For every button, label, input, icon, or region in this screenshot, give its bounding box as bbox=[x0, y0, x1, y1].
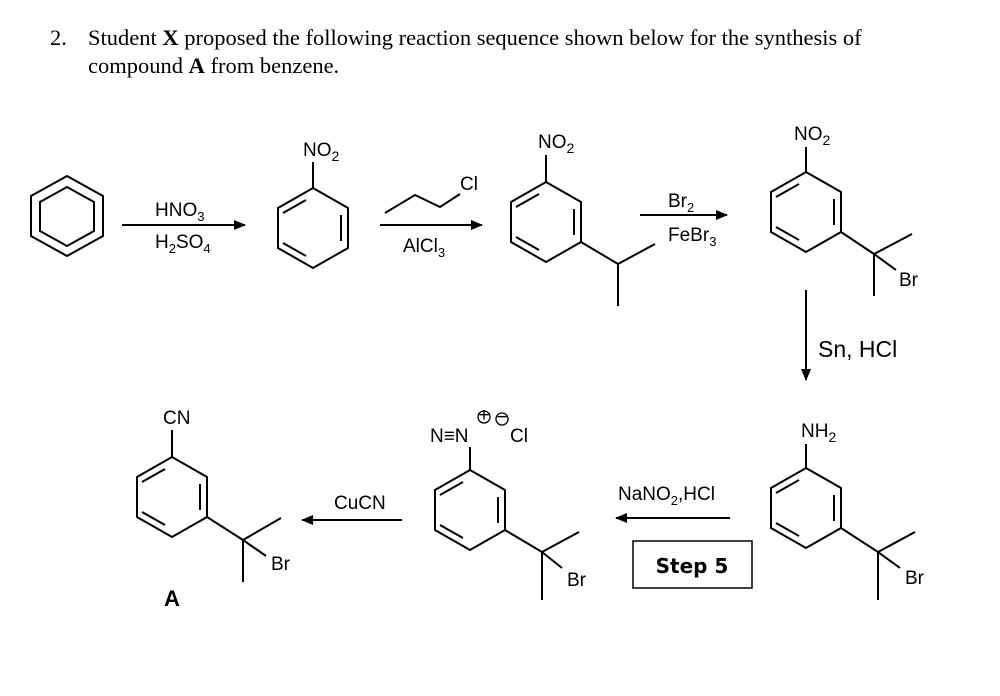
label-no2-2: NO2 bbox=[538, 132, 575, 156]
compound-a-molecule: CN Br A bbox=[136, 408, 291, 611]
compound-name: A bbox=[188, 53, 205, 78]
svg-text:−: − bbox=[496, 407, 507, 428]
svg-text:+: + bbox=[478, 405, 489, 426]
aniline-molecule: NH2 Br bbox=[770, 421, 925, 600]
question-line-2: compound A from benzene. bbox=[88, 53, 340, 78]
label-no2-1: NO2 bbox=[303, 140, 340, 164]
label-cl-2: Cl bbox=[510, 426, 528, 447]
propyl-chloride bbox=[384, 193, 461, 214]
label-br-2: Br bbox=[905, 568, 925, 589]
step-5-label: Step 5 bbox=[656, 554, 729, 578]
reaction-step-3: Br2 FeBr3 bbox=[640, 191, 728, 249]
label-compound-a: A bbox=[164, 586, 180, 611]
question-line-1: Student X proposed the following reactio… bbox=[88, 25, 862, 50]
reaction-step-6: CuCN bbox=[301, 493, 402, 525]
reaction-step-2: Cl AlCl3 bbox=[380, 174, 483, 260]
minus-charge-icon bbox=[495, 412, 509, 426]
reagent-febr3: FeBr3 bbox=[668, 225, 716, 249]
question-body: Student X proposed the following reactio… bbox=[88, 24, 950, 80]
question-number: 2. bbox=[50, 25, 67, 50]
reagent-alcl3: AlCl3 bbox=[403, 236, 445, 260]
label-diazonium: N≡N bbox=[430, 426, 469, 447]
reaction-step-5: NaNO2,HCl Step 5 bbox=[615, 484, 753, 589]
reagent-nano2-hcl: NaNO2,HCl bbox=[618, 484, 715, 508]
label-cl-1: Cl bbox=[460, 174, 478, 195]
label-br-1: Br bbox=[899, 270, 919, 291]
reaction-step-1: HNO3 H2SO4 bbox=[122, 200, 246, 256]
reagent-cucn: CuCN bbox=[334, 493, 386, 514]
label-cn: CN bbox=[163, 408, 190, 429]
nitrobenzene-molecule: NO2 bbox=[277, 140, 349, 270]
label-no2-3: NO2 bbox=[794, 124, 831, 148]
isopropyl-nitrobenzene-molecule: NO2 bbox=[510, 132, 656, 306]
plus-charge-icon bbox=[477, 410, 491, 424]
label-br-4: Br bbox=[271, 554, 291, 575]
label-nh2: NH2 bbox=[801, 421, 836, 445]
reagent-sn-hcl: Sn, HCl bbox=[818, 336, 897, 362]
bromo-nitro-molecule: NO2 Br bbox=[770, 124, 919, 296]
diazonium-molecule: N≡N + − Cl Br bbox=[430, 405, 587, 600]
question-text: 2. Student X proposed the following reac… bbox=[50, 24, 950, 80]
reagent-h2so4: H2SO4 bbox=[155, 232, 211, 256]
benzene-molecule bbox=[30, 174, 104, 258]
student-name: X bbox=[162, 25, 179, 50]
reagent-br2: Br2 bbox=[668, 191, 694, 215]
label-br-3: Br bbox=[567, 570, 587, 591]
reagent-hno3: HNO3 bbox=[155, 200, 204, 224]
reaction-step-4: Sn, HCl bbox=[801, 290, 897, 381]
step-5-box bbox=[632, 540, 753, 589]
